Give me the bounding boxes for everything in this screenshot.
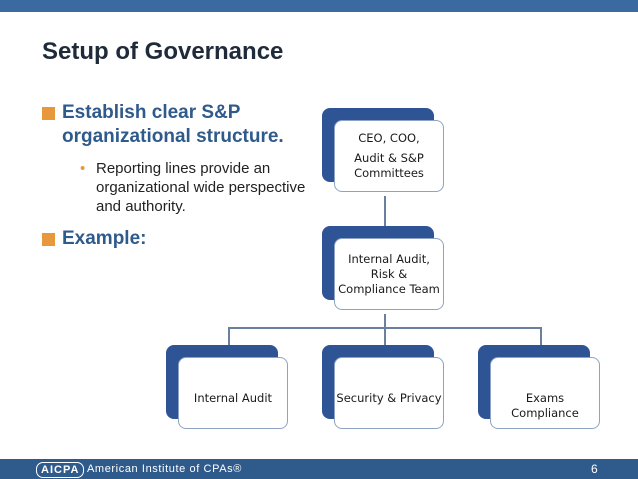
node-box: Security & Privacy xyxy=(334,357,444,429)
org-node-internal-audit: Internal Audit xyxy=(166,345,288,429)
bullet-text: Example: xyxy=(62,228,147,249)
bullet-square-icon xyxy=(42,233,55,246)
node-label: Exams Compliance xyxy=(511,391,579,420)
connector-left-leaf xyxy=(228,327,230,356)
connector-horizontal xyxy=(228,327,541,329)
node-label-line1: CEO, COO, xyxy=(358,131,420,145)
node-label: Internal Audit xyxy=(193,391,273,405)
sub-bullet: • Reporting lines provide an organizatio… xyxy=(80,159,320,216)
node-label-line2: Audit & S&P Committees xyxy=(354,151,424,180)
page-number: 6 xyxy=(591,462,598,476)
bullet-dot-icon: • xyxy=(80,160,86,177)
org-node-exams-compliance: Exams Compliance xyxy=(478,345,600,429)
connector-middle-down xyxy=(384,314,386,356)
footer-organization: American Institute of CPAs® xyxy=(87,463,242,475)
connector-right-leaf xyxy=(540,327,542,356)
bullet-structure: Establish clear S&P organizational struc… xyxy=(42,101,332,149)
connector-top-to-middle xyxy=(384,196,386,238)
org-node-security-privacy: Security & Privacy xyxy=(322,345,444,429)
node-label: Internal Audit, Risk & Compliance Team xyxy=(338,251,440,296)
bullet-text: Establish clear S&P organizational struc… xyxy=(62,102,284,147)
node-box: Internal Audit xyxy=(178,357,288,429)
top-accent-bar xyxy=(0,0,638,12)
node-label: Security & Privacy xyxy=(336,391,442,405)
footer-bar xyxy=(0,459,638,479)
slide-title: Setup of Governance xyxy=(42,38,284,65)
org-node-compliance-team: Internal Audit, Risk & Compliance Team xyxy=(322,226,444,310)
node-box: CEO, COO, Audit & S&P Committees xyxy=(334,120,444,192)
aicpa-logo: AICPA xyxy=(36,462,85,478)
bullet-example: Example: xyxy=(42,227,332,251)
org-node-executives: CEO, COO, Audit & S&P Committees xyxy=(322,108,444,192)
sub-bullet-text: Reporting lines provide an organizationa… xyxy=(96,160,306,215)
node-box: Internal Audit, Risk & Compliance Team xyxy=(334,238,444,310)
node-box: Exams Compliance xyxy=(490,357,600,429)
bullet-square-icon xyxy=(42,107,55,120)
